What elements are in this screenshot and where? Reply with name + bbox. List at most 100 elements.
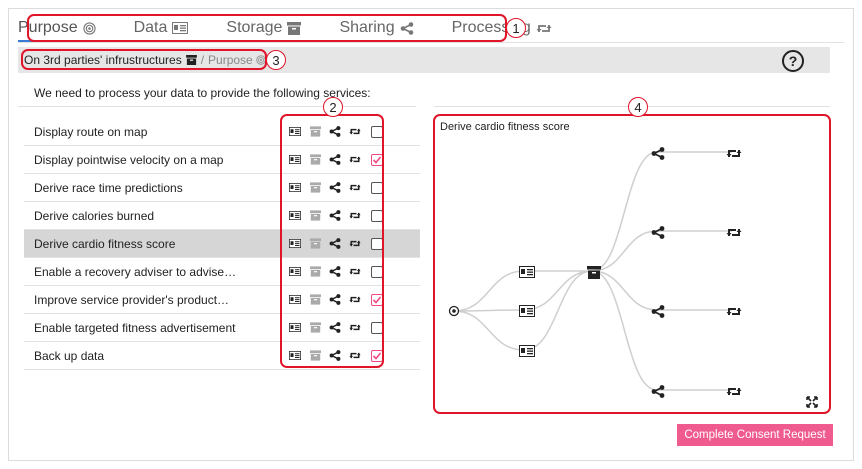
retweet-icon [536, 22, 552, 35]
graph-edge [591, 270, 658, 311]
purpose-row[interactable]: Derive race time predictions [24, 174, 420, 202]
consent-panel [8, 8, 854, 461]
breadcrumb-separator: / [200, 53, 205, 67]
tab-storage[interactable]: Storage [226, 14, 302, 42]
flow-graph [448, 147, 818, 408]
purpose-row[interactable]: Display route on map [24, 118, 420, 146]
purpose-row[interactable]: Back up data [24, 342, 420, 370]
retweet-icon[interactable] [349, 266, 361, 278]
breadcrumb-label: Purpose [208, 53, 253, 67]
share-icon[interactable] [329, 182, 341, 194]
tab-purpose[interactable]: Purpose [18, 14, 96, 42]
consent-checkbox[interactable] [371, 293, 383, 306]
consent-checkbox[interactable] [371, 181, 383, 194]
share-icon[interactable] [329, 294, 341, 306]
expand-icon[interactable] [806, 396, 818, 408]
share-icon[interactable] [329, 154, 341, 166]
share-icon [651, 147, 665, 160]
retweet-icon[interactable] [349, 294, 361, 306]
purpose-row[interactable]: Enable targeted fitness advertisement [24, 314, 420, 342]
archive-icon[interactable] [309, 294, 321, 306]
breadcrumb-item-storage[interactable]: On 3rd parties' infrustructures [24, 53, 197, 67]
consent-checkbox[interactable] [371, 125, 383, 138]
retweet-icon[interactable] [349, 154, 361, 166]
archive-icon[interactable] [309, 126, 321, 138]
share-icon[interactable] [329, 266, 341, 278]
complete-consent-button[interactable]: Complete Consent Request [677, 424, 833, 446]
tab-divider [18, 42, 844, 43]
archive-icon[interactable] [309, 182, 321, 194]
consent-checkbox[interactable] [371, 237, 383, 250]
archive-icon[interactable] [309, 154, 321, 166]
tab-label: Sharing [339, 19, 395, 36]
retweet-icon [726, 308, 742, 315]
retweet-icon[interactable] [349, 350, 361, 362]
share-icon[interactable] [329, 322, 341, 334]
retweet-icon[interactable] [349, 238, 361, 250]
retweet-icon[interactable] [349, 322, 361, 334]
graph-edge [591, 270, 658, 391]
consent-checkbox[interactable] [371, 265, 383, 278]
target-icon [255, 55, 266, 65]
tab-label: Storage [226, 19, 283, 36]
graph-edge [591, 230, 658, 272]
purpose-icons [289, 293, 383, 306]
id-card-icon[interactable] [289, 238, 301, 250]
purpose-icons [289, 321, 383, 334]
id-card-icon[interactable] [289, 266, 301, 278]
retweet-icon[interactable] [349, 210, 361, 222]
tab-data[interactable]: Data [134, 14, 189, 42]
share-icon[interactable] [329, 126, 341, 138]
purpose-label: Enable a recovery adviser to advise… [34, 264, 237, 279]
share-icon [651, 305, 665, 318]
id-card-icon[interactable] [289, 210, 301, 222]
consent-checkbox[interactable] [371, 153, 383, 166]
tab-label: Data [133, 19, 168, 36]
share-icon[interactable] [329, 210, 341, 222]
archive-icon[interactable] [309, 350, 321, 362]
id-card-icon [519, 345, 535, 357]
divider [18, 106, 416, 107]
tab-processing[interactable]: Processing [452, 14, 552, 42]
archive-icon[interactable] [309, 210, 321, 222]
purpose-row[interactable]: Enable a recovery adviser to advise… [24, 258, 420, 286]
id-card-icon [519, 305, 535, 317]
id-card-icon [172, 22, 189, 34]
share-icon[interactable] [329, 350, 341, 362]
purpose-icons [289, 125, 383, 138]
share-icon[interactable] [329, 238, 341, 250]
purpose-label: Back up data [34, 348, 105, 363]
consent-checkbox[interactable] [371, 349, 383, 362]
purpose-icons [289, 349, 383, 362]
retweet-icon[interactable] [349, 182, 361, 194]
help-icon[interactable]: ? [782, 50, 804, 72]
purpose-label: Derive race time predictions [34, 180, 183, 195]
purpose-label: Display route on map [34, 124, 148, 139]
annotation-badge: 3 [266, 50, 286, 70]
purpose-row[interactable]: Display pointwise velocity on a map [24, 146, 420, 174]
purpose-row[interactable]: Improve service provider's product… [24, 286, 420, 314]
consent-checkbox[interactable] [371, 209, 383, 222]
archive-icon[interactable] [309, 238, 321, 250]
archive-icon [185, 55, 197, 65]
breadcrumb-item-purpose[interactable]: Purpose [208, 53, 266, 67]
id-card-icon[interactable] [289, 154, 301, 166]
purpose-row[interactable]: Derive cardio fitness score [24, 230, 420, 258]
archive-icon[interactable] [309, 266, 321, 278]
retweet-icon[interactable] [349, 126, 361, 138]
id-card-icon[interactable] [289, 182, 301, 194]
tab-sharing[interactable]: Sharing [339, 14, 413, 42]
breadcrumb: On 3rd parties' infrustructures / Purpos… [18, 47, 830, 73]
graph-edge [591, 151, 658, 272]
id-card-icon [519, 266, 535, 278]
id-card-icon[interactable] [289, 350, 301, 362]
consent-checkbox[interactable] [371, 321, 383, 334]
tab-bar: Purpose Data Storage Sharing Processing [18, 14, 590, 42]
id-card-icon[interactable] [289, 126, 301, 138]
archive-icon[interactable] [309, 322, 321, 334]
id-card-icon[interactable] [289, 294, 301, 306]
graph-edge [453, 310, 525, 351]
purpose-row[interactable]: Derive calories burned [24, 202, 420, 230]
id-card-icon[interactable] [289, 322, 301, 334]
